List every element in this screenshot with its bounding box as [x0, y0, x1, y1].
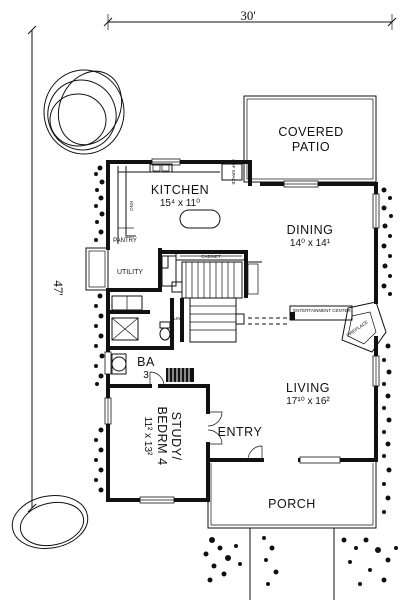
lin-label: LIN — [173, 316, 180, 321]
study-label: BEDRM 4 — [155, 406, 169, 465]
dining-size: 14⁰ x 14¹ — [290, 238, 331, 249]
study-size: 11² x 13² — [142, 417, 153, 456]
study-label-group: STUDY/ BEDRM 4 11² x 13² — [142, 406, 183, 465]
archway-dashed — [248, 317, 290, 325]
bath-3-label: 3 — [143, 370, 149, 381]
pantry-label: PANTRY — [113, 238, 137, 244]
utility-fixtures — [111, 255, 183, 311]
utility-label: UTILITY — [117, 269, 143, 276]
bath-fixtures — [111, 317, 171, 375]
shrubs — [94, 165, 105, 493]
dining-label: DINING — [287, 223, 334, 237]
overall-depth-label: 47' — [51, 280, 66, 295]
tree-outline — [11, 495, 89, 549]
kno-label: KNO — [129, 201, 134, 211]
living-size: 17¹⁰ x 16² — [286, 396, 330, 407]
porch-outline — [207, 460, 377, 529]
overall-width-label: 30' — [240, 8, 255, 23]
depth-dimension-line — [27, 25, 37, 513]
study-closet — [166, 368, 194, 382]
exterior-walls — [106, 160, 378, 502]
tree-outline — [43, 69, 125, 155]
fireplace-label: FIREPLACE — [345, 320, 368, 338]
kitchen-size: 15⁴ x 11⁰ — [160, 198, 200, 209]
door-swings — [149, 371, 263, 461]
entry-label: ENTRY — [218, 425, 263, 439]
kitchen-label: KITCHEN — [151, 183, 209, 197]
entertainment-center-label: ENTERTAINMENT CENTER — [293, 308, 351, 313]
covered-patio-outline — [243, 95, 377, 183]
kitchen-counters — [117, 163, 247, 261]
covered-patio-label: PATIO — [292, 140, 330, 154]
study-label: STUDY/ — [169, 412, 183, 461]
covered-patio-label: COVERED — [278, 125, 343, 139]
utility-bumpout — [85, 247, 109, 291]
stairs — [181, 261, 262, 343]
living-label: LIVING — [286, 381, 330, 395]
shrubs — [381, 187, 393, 514]
cabinet-label: CABINET — [201, 254, 221, 259]
ref-space-label: REF SPACE — [231, 159, 236, 184]
fireplace — [341, 301, 387, 353]
width-dimension-line — [103, 14, 397, 30]
shrubs — [203, 536, 398, 586]
front-walk — [249, 528, 335, 600]
porch-label: PORCH — [268, 497, 316, 511]
entertainment-center — [289, 305, 353, 321]
bath-3-label: BA — [137, 355, 155, 369]
windows — [104, 158, 380, 504]
